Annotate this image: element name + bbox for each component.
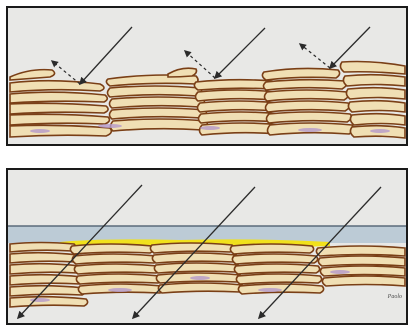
artist-signature: Paolo [387,294,402,300]
panel-top [7,7,407,145]
panel-bottom: Paolo [7,169,407,324]
